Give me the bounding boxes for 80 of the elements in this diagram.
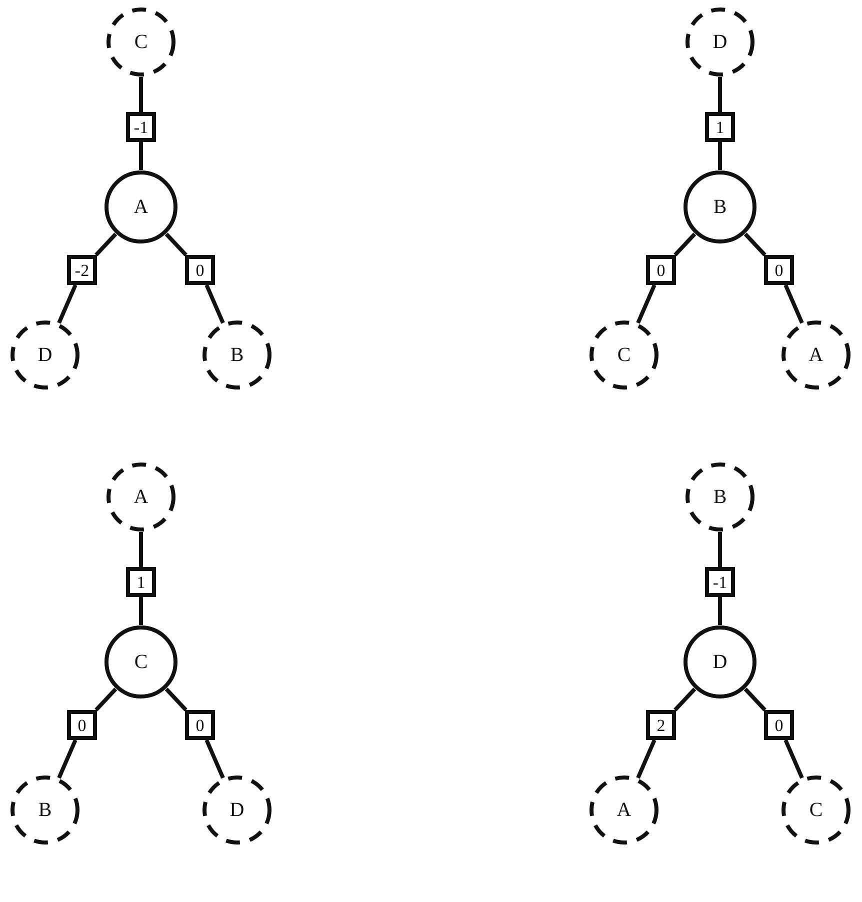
dashed-circle-node xyxy=(106,462,176,532)
dashed-circle-node xyxy=(589,320,659,390)
circle-node xyxy=(104,170,178,244)
connector-line xyxy=(744,688,766,712)
dashed-circle-node xyxy=(106,7,176,77)
node-label: C xyxy=(617,345,631,365)
node-label: 1 xyxy=(716,118,724,136)
connector-line xyxy=(164,688,188,712)
node-label: A xyxy=(134,487,148,507)
connector-line xyxy=(57,284,78,324)
node-label: -1 xyxy=(712,574,728,590)
dashed-circle-node xyxy=(781,775,851,845)
node-label: 0 xyxy=(78,716,86,734)
value-square xyxy=(67,710,97,740)
dashed-circle-node xyxy=(202,320,272,390)
connector-line xyxy=(94,688,118,712)
node-label: 0 xyxy=(196,262,204,278)
connector-line xyxy=(674,232,696,256)
node-label: A xyxy=(616,800,632,820)
value-square xyxy=(126,567,156,597)
dashed-circle-node xyxy=(589,775,659,845)
connector-line xyxy=(204,284,225,324)
node-label: A xyxy=(808,345,824,365)
value-square xyxy=(126,112,156,142)
node-label: B xyxy=(713,197,727,217)
connector-line xyxy=(139,532,143,567)
connector-line xyxy=(57,739,78,779)
node-label: 1 xyxy=(136,574,146,590)
dashed-circle-node xyxy=(781,320,851,390)
node-label: -1 xyxy=(134,118,148,136)
value-square xyxy=(764,255,794,285)
node-label: D xyxy=(712,32,728,52)
dashed-circle-node xyxy=(10,320,80,390)
connector-line xyxy=(139,77,143,112)
node-label: D xyxy=(38,345,52,365)
node-label: 0 xyxy=(196,716,204,734)
value-square xyxy=(705,567,735,597)
dashed-circle-node xyxy=(10,775,80,845)
node-label: B xyxy=(230,345,244,365)
connector-line xyxy=(636,284,656,324)
node-label: A xyxy=(134,197,148,217)
node-label: B xyxy=(38,800,52,820)
connector-line xyxy=(718,142,722,170)
connector-line xyxy=(636,739,656,779)
value-square xyxy=(705,112,735,142)
node-label: C xyxy=(809,800,823,820)
connector-line xyxy=(94,232,118,256)
dashed-circle-node xyxy=(685,462,755,532)
circle-node xyxy=(104,625,178,699)
node-label: C xyxy=(134,652,148,672)
node-label: 0 xyxy=(774,716,784,734)
connector-line xyxy=(139,597,143,625)
circle-node xyxy=(683,170,757,244)
connector-line xyxy=(718,597,722,625)
connector-line xyxy=(164,232,188,256)
value-square xyxy=(67,255,97,285)
node-label: 0 xyxy=(774,262,784,278)
value-square xyxy=(646,710,676,740)
connector-line xyxy=(784,739,804,779)
circle-node xyxy=(683,625,757,699)
connector-line xyxy=(718,77,722,112)
node-label: B xyxy=(713,487,727,507)
connector-line xyxy=(204,739,225,779)
value-square xyxy=(646,255,676,285)
node-label: 2 xyxy=(656,716,666,734)
value-square xyxy=(185,710,215,740)
dashed-circle-node xyxy=(685,7,755,77)
connector-line xyxy=(784,284,804,324)
connector-line xyxy=(718,532,722,567)
value-square xyxy=(764,710,794,740)
value-square xyxy=(185,255,215,285)
dashed-circle-node xyxy=(202,775,272,845)
node-label: -2 xyxy=(74,262,90,278)
connector-line xyxy=(139,142,143,170)
node-label: 0 xyxy=(656,262,666,278)
connector-line xyxy=(744,232,766,256)
node-label: D xyxy=(712,652,728,672)
connector-line xyxy=(674,688,696,712)
node-label: D xyxy=(230,800,244,820)
node-label: C xyxy=(134,32,148,52)
